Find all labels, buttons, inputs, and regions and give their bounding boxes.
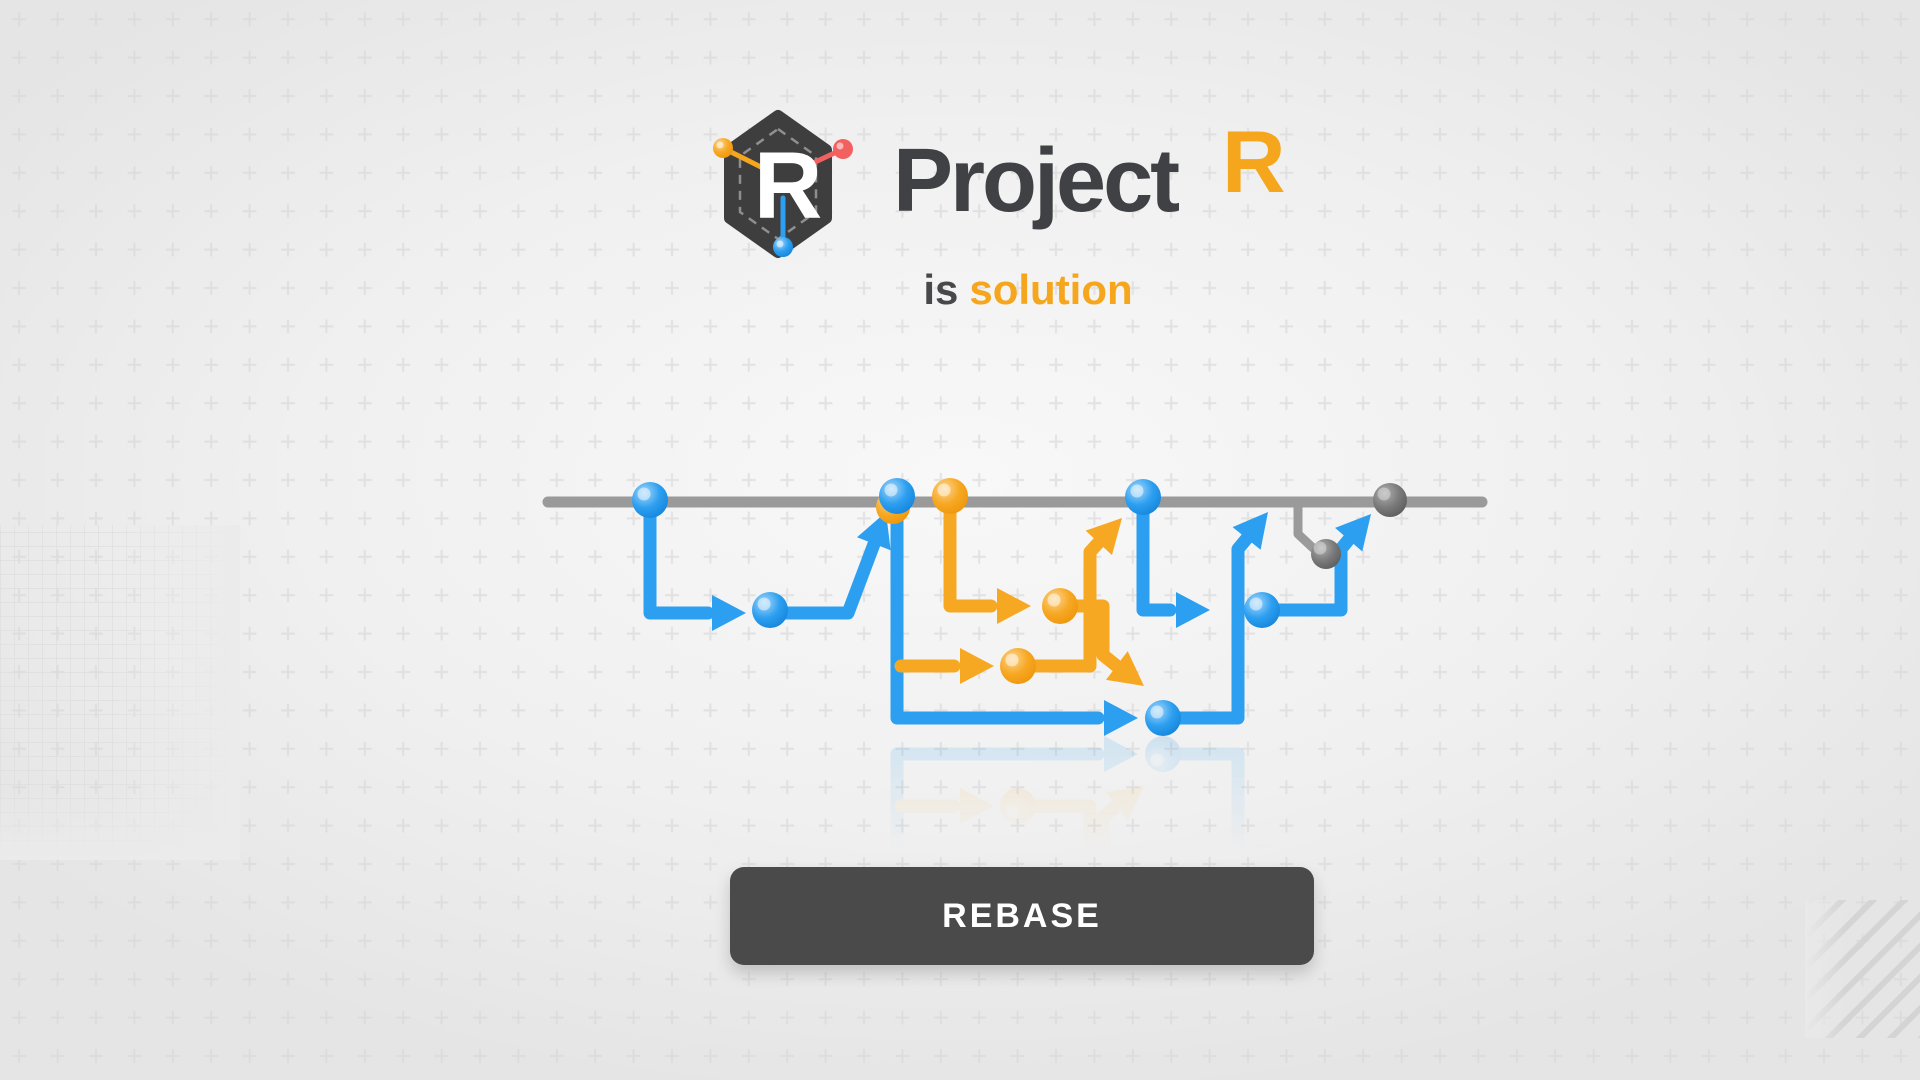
logo-letter: R [754, 133, 823, 239]
branch-edge [1293, 499, 1318, 553]
merge-arrow [1232, 512, 1268, 550]
page-title: Project [893, 136, 1180, 226]
commit-node-blue [1145, 700, 1181, 736]
merge-arrow [960, 648, 994, 684]
branch-edge [763, 537, 881, 620]
commit-node-orange [1000, 648, 1036, 684]
merge-arrow [857, 512, 891, 551]
branch-edge [1255, 531, 1357, 617]
merge-arrow [1104, 700, 1138, 736]
branch-edge [1156, 530, 1255, 725]
commit-node-highlight [937, 483, 951, 497]
commit-node-orange [932, 478, 968, 514]
logo-blue-dot [773, 237, 793, 257]
title-text: Project [893, 131, 1180, 231]
branch-edge [643, 495, 715, 620]
decor-grid-block [0, 525, 240, 860]
rebase-button[interactable]: REBASE [730, 867, 1314, 965]
commit-node-gray [1373, 483, 1407, 517]
app-logo: R [713, 110, 853, 258]
branch-edge [1011, 534, 1107, 673]
decor-stripes-block [1805, 900, 1920, 1038]
logo-orange-dot-highlight [716, 141, 724, 149]
commit-node-highlight [1150, 705, 1164, 719]
subtitle-highlight: solution [969, 266, 1133, 313]
commit-node-highlight [1249, 597, 1263, 611]
merge-arrow [712, 595, 746, 631]
commit-node-highlight [1377, 487, 1391, 501]
commit-node-highlight [884, 483, 898, 497]
commit-node-highlight [1313, 541, 1327, 555]
commit-node-highlight [1005, 653, 1019, 667]
commit-node-highlight [637, 487, 651, 501]
title-superscript: R [1222, 112, 1286, 211]
branch-edge [1136, 495, 1177, 617]
commit-node-orange [1042, 588, 1078, 624]
git-graph [542, 478, 1488, 736]
branch-edge [1053, 599, 1125, 674]
commit-node-blue [1125, 479, 1161, 515]
commit-node-highlight [1047, 593, 1061, 607]
subtitle-prefix: is [923, 266, 959, 313]
commit-node-highlight [757, 597, 771, 611]
logo-orange-dot [713, 138, 733, 158]
logo-red-dot [833, 139, 853, 159]
merge-arrow [1085, 518, 1122, 556]
logo-red-dot-highlight [836, 142, 844, 150]
merge-arrow [997, 588, 1031, 624]
commit-node-blue [879, 478, 915, 514]
branch-edge [890, 495, 1105, 725]
commit-node-gray [1311, 539, 1341, 569]
commit-node-blue [752, 592, 788, 628]
commit-node-blue [1244, 592, 1280, 628]
merge-arrow [1335, 514, 1371, 552]
branch-edge [943, 495, 998, 613]
merge-arrow [1176, 592, 1210, 628]
commit-node-blue [632, 482, 668, 518]
commit-node-highlight [1130, 484, 1144, 498]
merge-arrow [1106, 651, 1144, 686]
logo-blue-dot-highlight [776, 240, 784, 248]
